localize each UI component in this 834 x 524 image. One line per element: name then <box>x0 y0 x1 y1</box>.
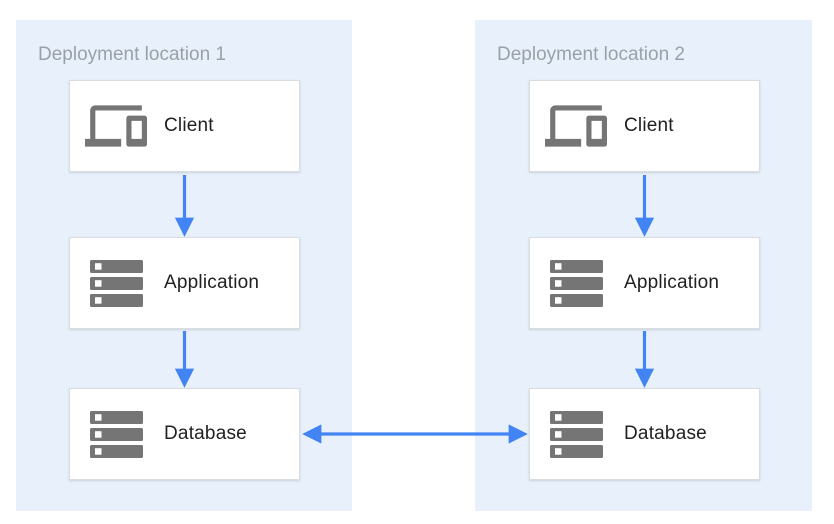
server-stack-icon <box>544 410 608 458</box>
server-stack-icon <box>84 259 148 307</box>
application-node: Application <box>69 237 300 329</box>
client-node: Client <box>529 80 760 172</box>
database-node: Database <box>529 388 760 480</box>
panel-title: Deployment location 2 <box>497 44 685 65</box>
node-label: Client <box>164 115 214 136</box>
panel-title: Deployment location 1 <box>38 44 226 65</box>
node-label: Application <box>624 272 720 293</box>
devices-icon <box>84 95 148 157</box>
node-label: Application <box>164 272 260 293</box>
node-label: Database <box>624 423 707 444</box>
server-stack-icon <box>544 259 608 307</box>
devices-icon <box>544 95 608 157</box>
deployment-location-2-panel: Deployment location 2 Client A <box>475 20 812 511</box>
database-node: Database <box>69 388 300 480</box>
node-label: Client <box>624 115 674 136</box>
node-label: Database <box>164 423 247 444</box>
deployment-location-1-panel: Deployment location 1 Client A <box>16 20 352 511</box>
server-stack-icon <box>84 410 148 458</box>
application-node: Application <box>529 237 760 329</box>
client-node: Client <box>69 80 300 172</box>
